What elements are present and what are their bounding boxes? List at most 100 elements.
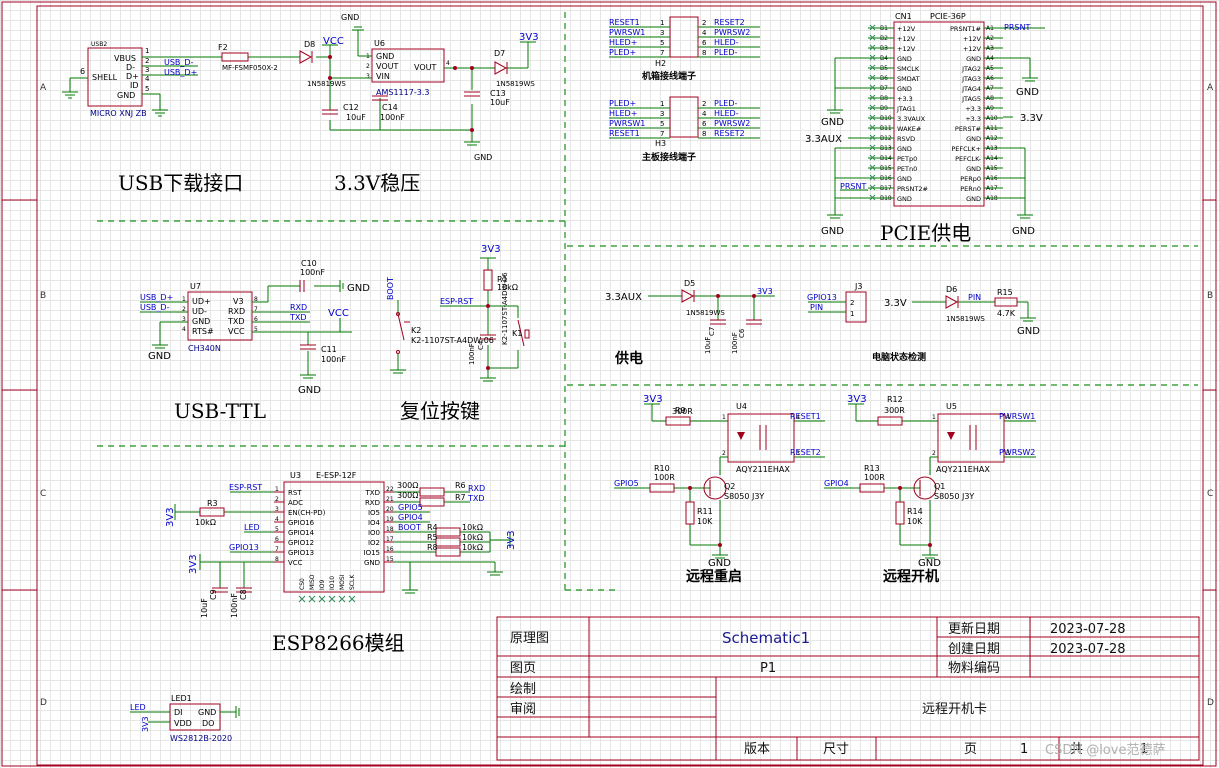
r12-val: 300R [884,406,905,415]
cn1-gnd-1: GND [821,117,844,128]
d5-part: 1N5819WS [686,309,725,317]
cn1-bname-18: GND [897,195,912,203]
cn1-aname-11: PERST# [955,125,981,133]
u5-pin-4: 4 [1006,414,1010,421]
cap-c14: C14 100nF [372,95,405,122]
u3-lpin-5: GPIO14 [288,529,315,537]
ch340-wires [140,285,352,375]
u3-rpin-1: TXD [365,489,380,497]
cn1-bname-3: +12V [897,45,916,53]
r5-ref: R5 [427,533,438,542]
esp-v33-2: 3V3 [188,554,199,574]
u3-lpin-6: GPIO12 [288,539,314,547]
usb-pin-num-2: 2 [145,57,149,65]
c8-ref: C8 [239,589,248,600]
title-block [496,616,1200,761]
cn1-bmark-12 [869,134,876,141]
section-power-title: 供电 [614,350,643,367]
u7-pin-udm: UD- [192,307,207,316]
cn1-bname-6: SMDAT [897,75,920,83]
r7-ref: R7 [455,493,466,502]
h2-pin-6: 6 [702,39,707,47]
section-usb-title: USB下载接口 [118,171,243,195]
usb-pin-num-1: 1 [145,47,149,55]
u4-pin-2: 2 [722,450,726,457]
pcie-net-labels: PRSNT PRSNT 3.3V 3.3AUX [805,23,1043,191]
u3-rnum-1: 22 [386,486,394,493]
u5-pwrsw2: PWRSW2 [999,448,1035,457]
r13-val: 100R [864,473,885,482]
j3-pin-num-1: 1 [850,310,854,318]
h3-net-r3: PWRSW2 [714,119,750,128]
tb-updated-value: 2023-07-28 [1050,622,1126,637]
reg-wires [329,30,529,142]
rr-gpio5: GPIO5 [614,479,639,488]
esp-wires [175,491,510,590]
u3-lpin-7: GPIO13 [288,549,314,557]
u5-ref: U5 [946,402,957,411]
j3-pin-num-2: 2 [850,299,854,307]
u3-rpin-2: RXD [365,499,380,507]
u4-pin-3: 3 [796,450,800,457]
h3-net-l1: PLED+ [609,99,636,108]
u7-pin-rts: RTS# [192,327,214,336]
u3-ref: U3 [290,471,301,480]
h2-title: 机箱接线端子 [642,70,696,82]
cn1-aname-13: PEFCLK+ [951,145,981,153]
c7-ref: C7 [708,327,716,336]
c12-val: 10uF [346,113,366,122]
esp-resistors [199,487,461,593]
tb-updated-label: 更新日期 [948,621,1000,637]
u7-num-3: 3 [182,316,186,323]
rp-gpio4: GPIO4 [824,479,849,488]
tb-page-label: 图页 [510,661,536,676]
regulator-u6: U6 GND VOUT VIN VOUT 1 2 3 4 AMS1117-3.3 [366,39,450,97]
reg-junctions [328,55,474,132]
cn1-bname-11: WAKE# [897,125,921,133]
tb-sheet-name: Schematic1 [722,629,810,647]
r9-val: 300R [672,407,693,416]
r3-ref: R3 [207,499,218,508]
tb-schematic-label: 原理图 [510,631,549,646]
cn1-bmark-16 [869,174,876,181]
c14-val: 100nF [380,113,405,122]
u7-pin-udp: UD+ [192,297,211,306]
detect-block: J3 GPIO13 PIN 2 1 3.3V D6 1N5819WS PIN R… [807,282,1040,337]
ch340-caps: C10 100nF C11 100nF [299,259,346,364]
u3-bpin-5: MOSI [339,574,346,590]
d7-part: 1N5819WS [496,80,535,88]
u7-pin-gnd: GND [192,317,210,326]
net-usb-dm: USB_D- [164,58,194,67]
section-reset-title: 复位按键 [400,399,480,423]
detect-33v: 3.3V [884,298,907,309]
u7-vcc: VCC [328,308,349,319]
led1-ref: LED1 [171,694,192,703]
usb-part: MICRO XNJ ZB [90,109,147,118]
cn1-bmark-13 [869,144,876,151]
u3-bpin-4: IO10 [329,576,336,590]
u5-pin-3: 3 [1006,450,1010,457]
gnd-reg-bottom: GND [464,141,492,162]
u3-bmark-1 [298,595,306,603]
u3-rpin-3: IO5 [368,509,380,517]
h3-title: 主板接线端子 [642,151,696,163]
rp-gnd: GND [918,558,941,569]
u3-lpin-3: EN(CH-PD) [288,509,326,517]
c12-ref: C12 [343,103,359,112]
h2-net-l2: PWRSW1 [609,28,645,37]
h2-pin-5: 5 [660,39,664,47]
section-detect-title: 电脑状态检测 [872,351,926,363]
r12-ref: R12 [887,395,903,404]
cn1-aname-8: JTAG5 [961,95,981,103]
ch340-net-labels: USB_D+ USB_D- RXD TXD VCC [140,293,349,322]
led1-pin-vdd: VDD [174,719,192,728]
u5-pin-1: 1 [932,414,936,421]
usb-pin-id: ID [130,81,139,90]
u6-pin-gnd: GND [376,52,394,61]
esp-power-symbols: 3V3 3V3 3V3 [165,504,517,594]
u3-lnum-6: 6 [275,536,279,543]
boot-net: BOOT [386,277,395,300]
cn1-bname-5: SMCLK [897,65,920,73]
cn1-bname-4: GND [897,55,912,63]
